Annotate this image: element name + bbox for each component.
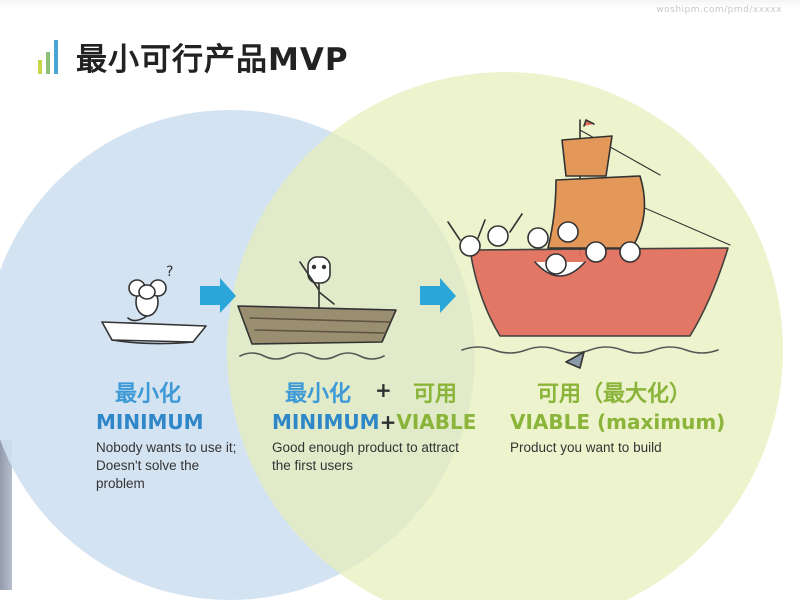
stage-minimum-description: Nobody wants to use it; Doesn't solve th… <box>96 439 236 493</box>
stage-mvp-cn-label-b: 可用 <box>413 382 458 407</box>
title-bars-icon <box>38 38 62 74</box>
description-line: problem <box>96 476 145 491</box>
sailing-ship-icon <box>447 119 731 369</box>
stage-mvp-en-minimum: MINIMUM <box>272 410 380 434</box>
svg-text:?: ? <box>166 264 173 280</box>
stage-mvp-en-label: MINIMUM+VIABLE <box>272 410 476 434</box>
description-line: the first users <box>272 458 354 473</box>
description-line: Product you want to build <box>510 440 662 455</box>
watermark: woshipm.com/pmd/xxxxx <box>656 5 782 15</box>
page-title: 最小可行产品MVP <box>76 41 349 78</box>
description-line: Doesn't solve the <box>96 458 200 473</box>
stage-viable-cn-label: 可用（最大化） <box>537 382 692 407</box>
title-area: 最小可行产品MVP <box>38 36 349 78</box>
stage-mvp-en-plus: + <box>379 410 397 434</box>
description-line: Nobody wants to use it; <box>96 440 237 455</box>
stage-viable-en-label: VIABLE (maximum) <box>510 410 726 434</box>
stickman-in-rowboat-icon <box>237 256 397 360</box>
left-edge-strip <box>0 440 12 590</box>
stage-mvp-description: Good enough product to attract the first… <box>272 439 459 475</box>
stage-minimum-cn-label: 最小化 <box>115 382 182 407</box>
stage-minimum-en-label: MINIMUM <box>96 410 204 434</box>
stage-viable-description: Product you want to build <box>510 439 662 457</box>
stage-mvp-plus-sign: + <box>375 378 392 402</box>
arrow-icon <box>420 278 456 313</box>
mouse-in-boat-icon: ? <box>101 264 207 345</box>
stage-mvp-cn-label-a: 最小化 <box>285 382 352 407</box>
top-bar <box>0 0 800 8</box>
stage-mvp-en-viable: VIABLE <box>396 410 477 434</box>
description-line: Good enough product to attract <box>272 440 459 455</box>
arrow-icon <box>200 278 236 313</box>
